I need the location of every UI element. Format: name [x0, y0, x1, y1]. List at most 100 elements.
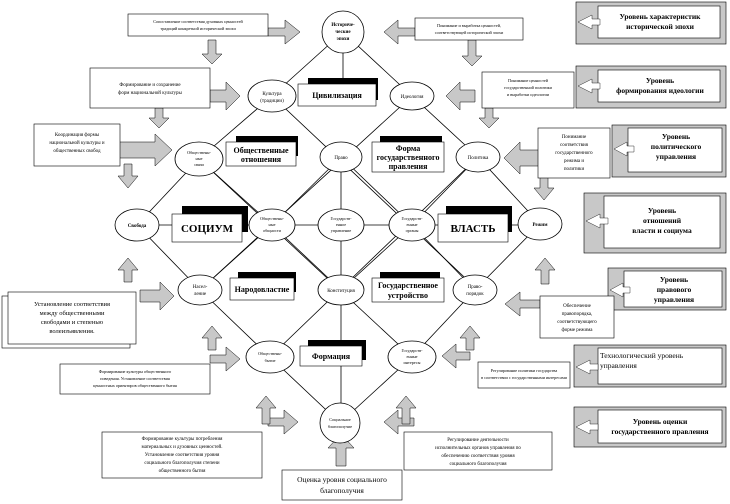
note-regime-l2: правопорядка, — [562, 312, 593, 317]
note-politics-l5: политики — [564, 167, 585, 172]
level-5-line-1: Уровень — [660, 275, 688, 284]
node-population-l1: Насел- — [193, 285, 208, 290]
label-nationality: Народовластие — [229, 272, 296, 301]
level-box-2: Уровень формирования идеологии — [575, 65, 727, 109]
circle-nodes: Историче- ческие эпохи Культура (традици… — [114, 10, 563, 444]
note-politics-l4: режима и — [564, 159, 584, 164]
note-coord-l3: общественных свобод — [53, 149, 101, 154]
node-social-communities: Общественн- ные общности — [248, 208, 296, 242]
node-state-organs: Государств- енные органы — [388, 208, 436, 242]
note-freedom-l1: Установление соответствия — [34, 301, 110, 308]
node-state-interests-l3: интересы — [404, 360, 421, 365]
arrow-down-ideology — [478, 107, 500, 129]
level-7-line-1: Уровень оценки — [633, 417, 688, 426]
node-rights-order-l1: Право- — [468, 285, 483, 290]
node-regime: Режим — [517, 207, 563, 241]
level-6-line-1: Технологический уровень — [600, 351, 684, 360]
note-culture-l1: Формирование и сохранение — [119, 83, 181, 88]
node-state-regulation-l1: Государств- — [330, 216, 352, 221]
node-law-l1: Право — [334, 156, 348, 161]
node-social-communities-l3: общности — [263, 228, 282, 233]
level-box-1: Уровень характеристик исторической эпохи — [575, 1, 727, 45]
note-freedom-l2: между общественными — [40, 310, 105, 317]
side-notes: Сопоставление соответствия духовных ценн… — [1, 13, 615, 501]
note-bottom-left-l1: Формирование культуры потребления — [142, 437, 224, 442]
arrow-freedom-up — [117, 257, 139, 283]
arrow-being-right — [209, 346, 241, 372]
node-top-l2: ческие — [335, 30, 351, 35]
note-politics-l1: Понимание — [562, 135, 587, 140]
node-social-communities-l2: ные — [269, 222, 276, 227]
node-constitution-l1: Конституция — [327, 289, 355, 294]
node-welfare-l1: Социальное — [329, 417, 351, 422]
node-culture-l2: (традиции) — [260, 99, 284, 104]
note-bottom-right-l4: социального благополучия — [449, 462, 507, 467]
note-being-l1: Формирование культуры общественного — [99, 369, 171, 374]
node-state-organs-l1: Государств- — [401, 216, 423, 221]
note-freedom-l4: волеизъявления. — [49, 328, 95, 335]
note-ideology: Понимание ценностей государственной поли… — [481, 71, 575, 109]
node-culture: Культура (традиции) — [247, 79, 297, 113]
level-boxes: Уровень характеристик исторической эпохи… — [573, 1, 727, 448]
node-ideology: Идеология — [389, 81, 435, 111]
level-6-line-2: управления — [600, 361, 637, 370]
note-top-right-l2: соответствующей исторической эпохи — [435, 30, 504, 35]
node-social-being-l1: Общественн- — [258, 351, 282, 356]
note-ideology-l2: государственной политики — [504, 85, 553, 90]
arrow-bottom-left-up — [255, 395, 277, 425]
note-top-left: Сопоставление соответствия духовных ценн… — [127, 13, 269, 37]
arrow-top-left — [267, 19, 301, 45]
note-bottom-center-l2: благополучия — [320, 486, 364, 495]
note-bottom-right-l2: исполнительных органов управления по — [435, 446, 521, 451]
arrow-regime-up — [534, 257, 556, 285]
note-ideology-l1: Понимание ценностей — [508, 78, 549, 83]
node-state-interests-l1: Государств- — [401, 348, 423, 353]
label-state-structure-l1: Государственное — [378, 281, 438, 290]
note-regime-l4: форме режима — [562, 328, 594, 333]
arrow-interests-up — [459, 325, 481, 351]
label-social-relations: Общественные отношения — [225, 136, 298, 167]
arrow-bottom-right-up — [395, 395, 417, 425]
level-2-line-2: формирования идеологии — [616, 86, 704, 95]
node-population-l2: ление — [194, 292, 207, 297]
node-top-l3: эпохи — [337, 37, 350, 42]
arrow-down-topright — [461, 39, 483, 67]
note-politics-l3: государственного — [555, 151, 593, 156]
node-politics-l1: Политика — [468, 156, 489, 161]
arrow-bottom-right — [383, 409, 415, 435]
label-state-form-l3: правления — [389, 162, 429, 171]
level-2-line-1: Уровень — [646, 76, 674, 85]
note-interests-l1: Регулирование политики государства — [491, 368, 558, 373]
node-social-relations-l2: ные — [196, 156, 203, 161]
node-rights-order: Право- порядок — [452, 274, 498, 306]
level-box-3: Уровень политического управления — [611, 124, 727, 178]
level-box-6: Технологический уровень управления — [573, 344, 727, 388]
level-3-line-2: политического — [651, 142, 702, 151]
label-nationality-text: Народовластие — [235, 285, 290, 294]
node-welfare-l2: благополучие — [328, 424, 352, 429]
note-bottom-center-l1: Оценка уровня социального — [297, 475, 387, 484]
node-state-regulation: Государств- енное управление — [317, 208, 365, 242]
arrow-top-right — [383, 19, 416, 45]
note-politics-l2: соответствия — [560, 143, 589, 148]
note-top-left-l2: традиций конкретной исторической эпохи — [160, 26, 236, 31]
level-box-4: Уровень отношений власти и социума — [583, 192, 727, 254]
note-being-l3: ценностных ориентиров общественного быти… — [93, 383, 177, 388]
note-bottom-right-l3: обеспечению соответствия уровня — [441, 454, 515, 459]
node-freedom: Свобода — [114, 208, 160, 242]
label-socium: СОЦИУМ — [171, 206, 248, 243]
label-formation: Формация — [299, 340, 366, 367]
note-regime-l1: Обеспечение — [563, 304, 592, 309]
level-5-line-3: управления — [654, 295, 694, 304]
level-box-7: Уровень оценки государственного правлени… — [573, 406, 727, 448]
node-top: Историче- ческие эпохи — [321, 10, 365, 54]
node-constitution: Конституция — [317, 274, 365, 306]
note-freedom: Установление соответствия между обществе… — [1, 291, 137, 349]
arrow-politics — [503, 141, 541, 175]
node-freedom-l1: Свобода — [128, 224, 147, 229]
note-culture-l2: форм национальной культуры — [118, 91, 182, 96]
node-top-l1: Историче- — [331, 23, 355, 28]
node-welfare: Социальное благополучие — [319, 402, 361, 444]
note-top-right-l1: Понимание и выработка ценностей, — [437, 23, 501, 29]
note-bottom-left-l3: Установление соответствия уровня — [145, 453, 220, 458]
